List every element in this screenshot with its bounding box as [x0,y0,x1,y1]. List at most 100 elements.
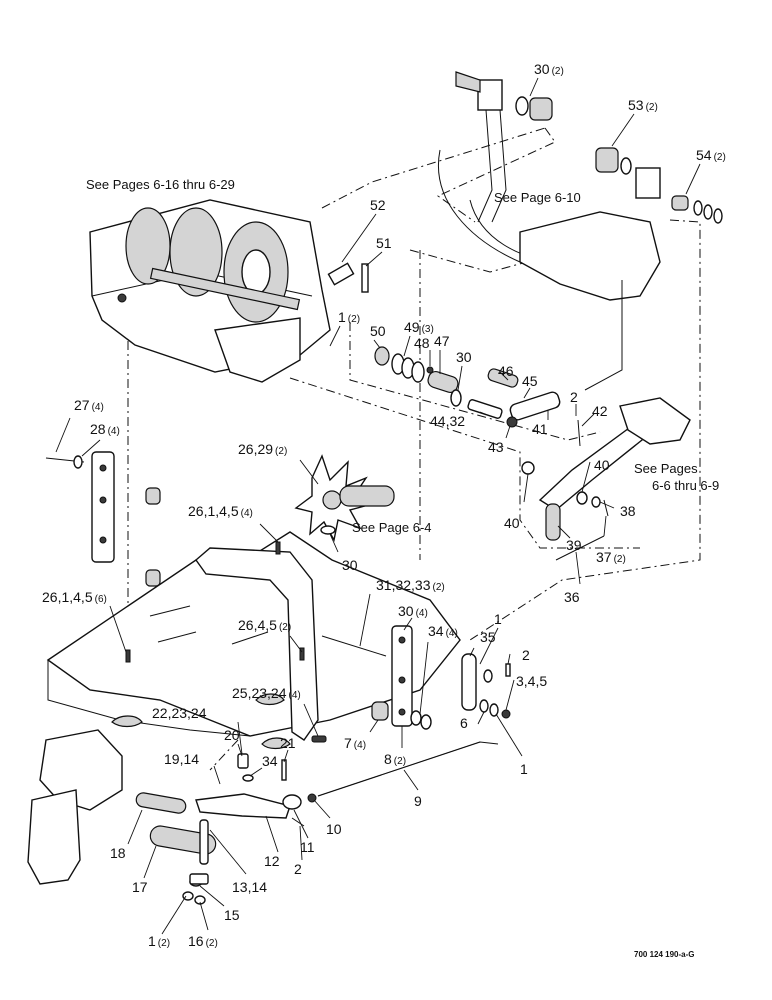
phantom-outline-pivot-box [289,377,640,549]
bolt-25 [311,735,327,743]
leader-11 [293,809,309,839]
leader-50 [373,339,381,349]
callout-45: 45 [522,373,538,389]
reference-page-6-4: See Page 6-4 [352,520,432,535]
callout-6: 6 [460,715,468,731]
callout-30-top: 30(2) [534,61,564,77]
washer-34-lower [242,774,254,782]
spacer-upper-left [145,487,161,505]
leader-51 [365,251,383,267]
washer-54-b [703,204,713,220]
washer-28 [73,455,83,469]
phantom-outline-top-center [321,127,556,223]
leader-3-4-5 [505,679,515,711]
rotor-shaft [149,267,301,311]
callout-8: 8(2) [384,751,406,767]
frame-slot-2 [157,631,197,643]
leader-53 [611,113,635,147]
drawing-code: 700 124 190-a-G [634,950,695,959]
rotor-lower-bracket [214,317,301,383]
phantom-outline-right-vertical [469,219,701,641]
leader-26-29 [299,459,319,485]
leader-9 [403,769,419,791]
leader-2-right [507,653,511,665]
bolt-20 [237,753,249,769]
pin-36 [555,535,605,561]
spacer-lower-left [145,569,161,587]
leader-16 [199,901,209,931]
callout-7: 7(4) [344,735,366,751]
callout-36: 36 [564,589,580,605]
pin-42 [577,419,581,447]
leader-30-4 [403,617,413,631]
leader-40-left [523,473,529,503]
clevis-11 [282,794,302,810]
callout-9: 9 [414,793,422,809]
callout-22-23-24: 22,23,24 [152,705,207,721]
leader-26-4-5 [289,635,303,653]
leader-7 [369,719,379,733]
bolt-26-post [275,541,281,555]
washer-54-a [693,200,703,216]
callout-34-4: 34(4) [428,623,458,639]
pin-2-right [505,663,511,677]
bolt-44 [467,399,503,419]
callout-37: 37(2) [596,549,626,565]
main-frame [46,531,461,750]
callout-18: 18 [110,845,126,861]
frame-leaf-2 [261,737,291,750]
pin-46 [487,368,519,388]
callout-40-right: 40 [594,457,610,473]
leader-21 [283,749,289,763]
hitch-mount [39,729,123,811]
callout-1-upper: 1(2) [338,309,360,325]
reference-pages-6-16-29: See Pages 6-16 thru 6-29 [86,177,235,192]
phantom-outline-bracket-box [349,322,601,441]
frame-upright-post [195,547,319,741]
hitch-assembly [27,729,291,905]
washer-16-b [194,895,206,905]
leader-30-sprocket [329,533,339,553]
callout-26-4-5: 26,4,5(2) [238,617,291,633]
callout-1-bottom: 1(2) [148,933,170,949]
callout-49: 49(3) [404,319,434,335]
callout-25-23-24: 25,23,24(4) [232,685,301,701]
callout-2-lower: 2 [294,861,302,877]
washer-34-a [410,710,422,726]
leader-40-right [581,461,591,493]
callout-20: 20 [224,727,240,743]
reference-notes: See Pages 6-16 thru 6-29 See Page 6-10 S… [86,177,719,959]
hitch-leg [27,789,81,885]
frame-slot-1 [149,605,191,617]
washer-1-lower-right [489,703,499,717]
washer-49-c [411,361,425,383]
bushing-53 [595,147,619,173]
callout-50: 50 [370,323,386,339]
plate-hole-1 [99,464,107,472]
bolt-26-frame-mid [299,647,305,661]
leader-52 [341,213,377,263]
nut-43 [506,416,518,428]
bearing-block-upper-right [635,167,661,199]
callout-2-upper: 2 [570,389,578,405]
leader-38 [599,501,615,509]
leader-2-lower [299,825,303,861]
bolt-31-32-33 [321,635,387,657]
leader-20 [237,743,243,757]
washer-6 [479,699,489,713]
callout-43: 43 [488,439,504,455]
leader-18 [127,809,143,845]
leader-30-center [457,365,463,391]
rod-9-inner [317,741,481,797]
left-bracket-plate [45,451,161,587]
leader-13-14 [209,829,247,875]
callout-2-right: 2 [522,647,530,663]
leader-43 [505,425,511,439]
callout-38: 38 [620,503,636,519]
washer-16-a [182,891,194,901]
leader-28 [81,439,101,457]
rotor-disc-mid [169,207,223,297]
washer-1-right [483,669,493,683]
pivot-bracket-right [619,397,691,445]
leader-42 [581,413,595,427]
